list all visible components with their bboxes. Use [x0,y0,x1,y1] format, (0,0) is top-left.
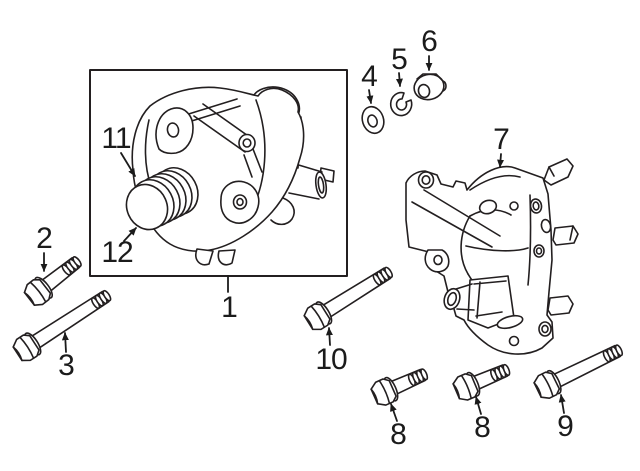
callout-3-arrow [61,332,69,353]
callout-5-arrow [395,72,403,87]
callout-8a-arrow [390,403,398,422]
callout-9[interactable]: 9 [557,410,574,443]
callout-12-arrow [123,227,137,242]
callout-11[interactable]: 11 [101,122,131,155]
callout-5[interactable]: 5 [391,43,408,76]
bracket-body [405,165,554,355]
callout-9-arrow [558,394,566,414]
callout-8b[interactable]: 8 [474,411,491,444]
bolt-8a-drawing[interactable] [369,362,431,408]
callout-4-arrow [366,89,374,104]
callout-10[interactable]: 10 [315,343,347,376]
bolt-8b-drawing[interactable] [451,358,513,403]
bolt-10-drawing[interactable] [302,261,397,334]
pulley-face [125,183,169,231]
callout-8a[interactable]: 8 [390,418,407,451]
callout-12[interactable]: 12 [101,236,133,269]
part-1-box [89,69,348,277]
snap-ring-5-drawing[interactable] [389,91,413,117]
callout-6[interactable]: 6 [421,25,438,58]
callout-11-arrow [120,152,136,177]
callout-7[interactable]: 7 [493,123,510,156]
callout-8b-arrow [474,396,482,415]
bolt-3-drawing[interactable] [11,284,116,364]
bracket-prong [543,158,574,186]
bracket-prong [547,295,574,316]
callout-2[interactable]: 2 [36,222,53,255]
callout-10-arrow [325,327,333,346]
washer-4-drawing[interactable] [359,104,387,136]
bracket-7-drawing[interactable] [405,158,579,355]
pulley-drawing[interactable] [119,160,206,236]
bolt-2-drawing[interactable] [22,250,87,308]
callout-3[interactable]: 3 [58,349,75,382]
alternator-drawing[interactable] [119,86,335,266]
callout-1[interactable]: 1 [221,291,238,324]
bolt-9-drawing[interactable] [532,338,626,401]
bracket-prong [552,225,579,246]
callout-7-arrow [497,153,505,168]
nut-6-drawing[interactable] [411,71,447,103]
callout-4[interactable]: 4 [361,60,378,93]
